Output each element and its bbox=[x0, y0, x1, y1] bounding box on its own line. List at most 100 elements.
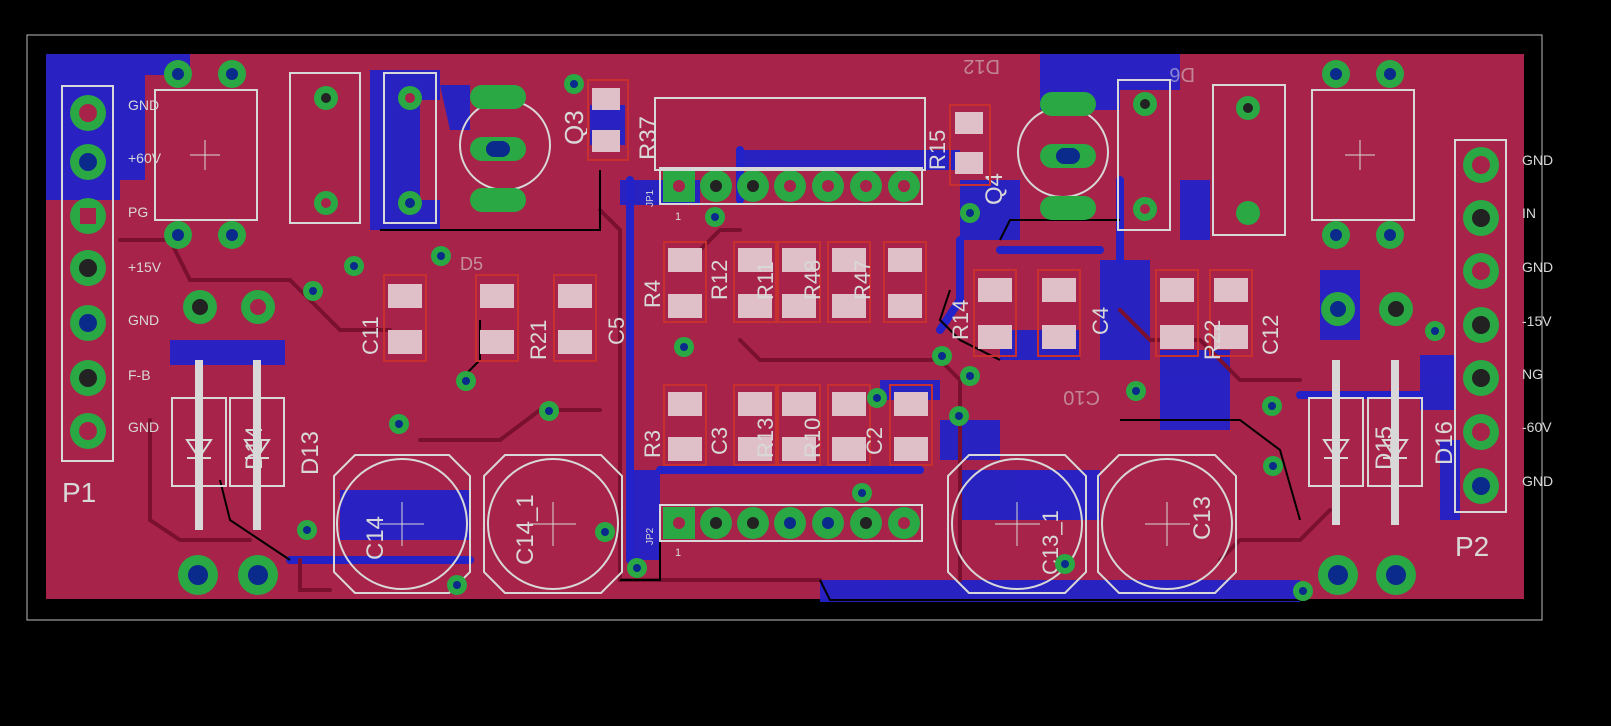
smd-pad[interactable] bbox=[978, 278, 1012, 302]
r3-label: R3 bbox=[640, 430, 665, 458]
component-pad-drill bbox=[405, 198, 415, 208]
board-outline bbox=[26, 34, 1543, 621]
smd-pad[interactable] bbox=[738, 248, 772, 272]
p2-pad-drill bbox=[1472, 477, 1490, 495]
smd-pad[interactable] bbox=[480, 284, 514, 308]
smd-pad[interactable] bbox=[832, 392, 866, 416]
c10-label: C10 bbox=[1063, 386, 1100, 408]
p2-label: P2 bbox=[1455, 531, 1489, 562]
mounting-pads bbox=[178, 290, 1416, 595]
q4-pad[interactable] bbox=[1040, 196, 1096, 220]
component-pad-drill bbox=[405, 93, 415, 103]
jp1-pin-drill bbox=[898, 180, 910, 192]
r21-label: R21 bbox=[526, 320, 551, 360]
via-drill bbox=[711, 213, 719, 221]
p1-pad-drill bbox=[79, 314, 97, 332]
r12-label: R12 bbox=[707, 260, 732, 300]
smd-pad[interactable] bbox=[668, 294, 702, 318]
via-drill bbox=[545, 407, 553, 415]
c13-outline bbox=[1097, 454, 1237, 594]
via-drill bbox=[633, 564, 641, 572]
smd-pad[interactable] bbox=[668, 437, 702, 461]
r37-pad[interactable] bbox=[592, 88, 620, 110]
smd-pad[interactable] bbox=[388, 330, 422, 354]
smd-pad[interactable] bbox=[738, 294, 772, 318]
component-outline bbox=[289, 72, 361, 224]
r11-label: R11 bbox=[753, 261, 778, 300]
r37-pad[interactable] bbox=[592, 130, 620, 152]
component-pad-drill bbox=[1140, 99, 1150, 109]
smd-outline bbox=[827, 384, 871, 466]
smd-pad[interactable] bbox=[1160, 278, 1194, 302]
q3-pad[interactable] bbox=[470, 85, 526, 109]
via-drill bbox=[1431, 327, 1439, 335]
component-pad-drill bbox=[1243, 103, 1253, 113]
smd-pad[interactable] bbox=[782, 294, 816, 318]
via-drill bbox=[858, 489, 866, 497]
via-drill bbox=[966, 372, 974, 380]
smd-pad[interactable] bbox=[1160, 325, 1194, 349]
p2-pin-label: GND bbox=[1522, 473, 1553, 489]
smd-pad[interactable] bbox=[888, 248, 922, 272]
q4-pad[interactable] bbox=[1040, 92, 1096, 116]
resistor-r15: R15 bbox=[925, 104, 991, 186]
smd-pad[interactable] bbox=[894, 392, 928, 416]
smd-pad[interactable] bbox=[832, 294, 866, 318]
jp2-pin1-label: 1 bbox=[675, 547, 681, 559]
r15-pad[interactable] bbox=[955, 152, 983, 174]
smd-pad[interactable] bbox=[1214, 278, 1248, 302]
smd-pad[interactable] bbox=[1042, 325, 1076, 349]
smd-outline bbox=[889, 384, 933, 466]
smd-pad[interactable] bbox=[738, 392, 772, 416]
smd-pad[interactable] bbox=[738, 437, 772, 461]
smd-pad[interactable] bbox=[978, 325, 1012, 349]
jp2-pin-drill bbox=[673, 517, 685, 529]
smd-outline bbox=[1209, 269, 1253, 357]
component-pad-drill bbox=[226, 229, 238, 241]
jp1-pin-drill bbox=[860, 180, 872, 192]
smd-outline bbox=[1037, 269, 1081, 357]
diode-d13: D13 bbox=[171, 360, 324, 530]
smd-pad[interactable] bbox=[894, 437, 928, 461]
p2-pad-drill bbox=[1472, 209, 1490, 227]
large-pad-drill bbox=[188, 565, 208, 585]
c12-label: C12 bbox=[1258, 315, 1283, 355]
smd-pad[interactable] bbox=[782, 248, 816, 272]
smd-outline bbox=[663, 241, 707, 323]
jp1-pin-drill bbox=[784, 180, 796, 192]
c13-1-outline bbox=[947, 454, 1087, 594]
smd-pad[interactable] bbox=[782, 392, 816, 416]
smd-pad[interactable] bbox=[782, 437, 816, 461]
d12-label: D12 bbox=[963, 55, 1000, 77]
via-drill bbox=[680, 343, 688, 351]
jp1-pin-drill bbox=[710, 180, 722, 192]
via-drill bbox=[303, 526, 311, 534]
p2-pad-drill bbox=[1472, 423, 1490, 441]
smd-pad[interactable] bbox=[480, 330, 514, 354]
component-pad-drill bbox=[321, 198, 331, 208]
smd-pad[interactable] bbox=[832, 248, 866, 272]
smd-pad[interactable] bbox=[388, 284, 422, 308]
smd-pad[interactable] bbox=[668, 392, 702, 416]
smd-pad[interactable] bbox=[668, 248, 702, 272]
diode-symbol-icon bbox=[1322, 439, 1350, 460]
smd-pad[interactable] bbox=[832, 437, 866, 461]
large-pad-drill bbox=[1388, 301, 1404, 317]
q3-pad[interactable] bbox=[470, 188, 526, 212]
via-drill bbox=[1132, 387, 1140, 395]
smd-pad[interactable] bbox=[1214, 325, 1248, 349]
capacitor-c14: C14 bbox=[333, 454, 471, 594]
r15-pad[interactable] bbox=[955, 112, 983, 134]
jp1-pin-drill bbox=[673, 180, 685, 192]
component-pad-drill bbox=[1384, 229, 1396, 241]
smd-row-upper bbox=[663, 241, 927, 323]
via-drill bbox=[938, 352, 946, 360]
smd-pad[interactable] bbox=[888, 294, 922, 318]
smd-pad[interactable] bbox=[558, 330, 592, 354]
component-outline bbox=[1311, 89, 1415, 221]
r37-label: R37 bbox=[635, 116, 662, 160]
smd-pad[interactable] bbox=[558, 284, 592, 308]
smd-pad[interactable] bbox=[1042, 278, 1076, 302]
large-pad-drill bbox=[1328, 565, 1348, 585]
header-jp1: JP1 1 bbox=[645, 167, 923, 223]
